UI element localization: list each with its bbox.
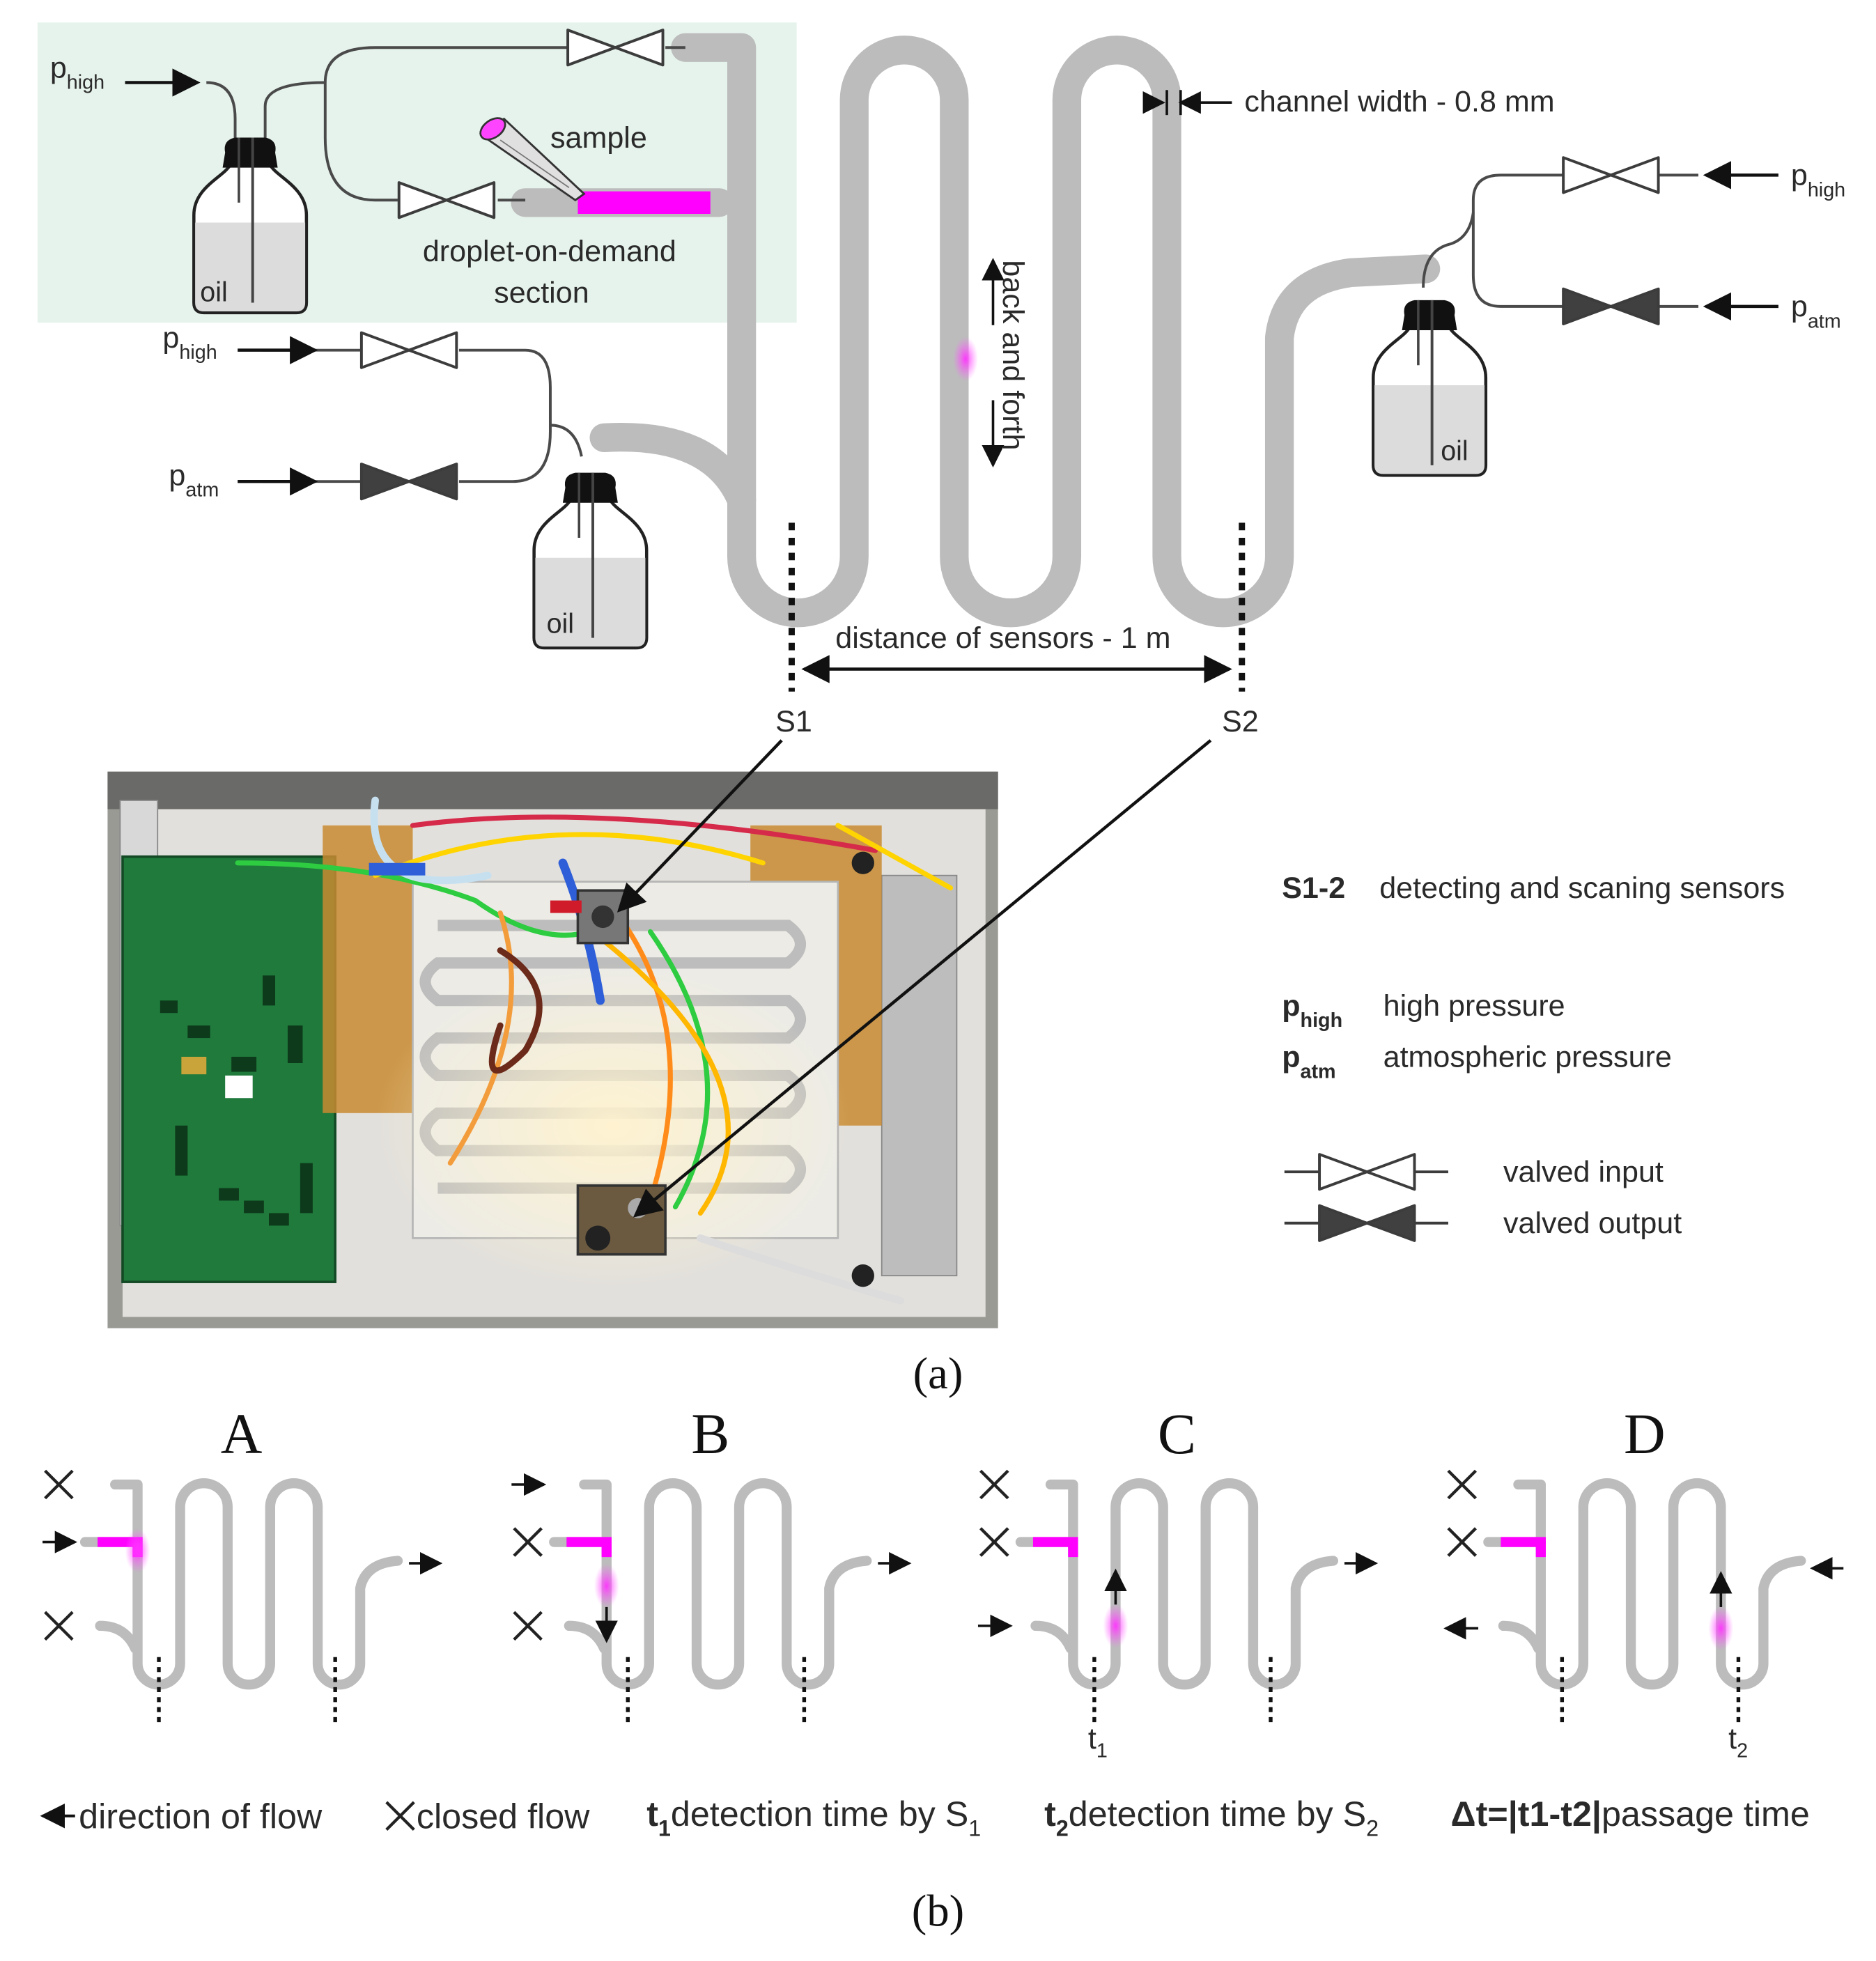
droplet xyxy=(953,336,978,382)
legend-valve-input-icon xyxy=(1318,1153,1416,1191)
device-photo xyxy=(107,771,998,1328)
mini-bottom-inlet xyxy=(1030,1620,1076,1654)
legend-t1: t1detection time by S1 xyxy=(646,1795,981,1840)
mini-channel xyxy=(110,1478,403,1690)
legend-patm-key: patm xyxy=(1282,1040,1335,1083)
oil-label: oil xyxy=(1441,436,1468,467)
sensor-s2-label: S2 xyxy=(1222,705,1259,738)
droplet-section-label-2: section xyxy=(494,276,589,309)
sensor-distance-label: distance of sensors - 1 m xyxy=(835,621,1170,655)
mini-sample-plug xyxy=(1501,1537,1546,1558)
legend-s12-desc: detecting and scaning sensors xyxy=(1379,871,1785,905)
panel-a-caption: (a) xyxy=(913,1348,963,1398)
legend-valve-output-desc: valved output xyxy=(1503,1207,1682,1240)
p-atm-label: patm xyxy=(169,459,219,502)
closed-flow-icon xyxy=(45,1612,72,1639)
mini-channel xyxy=(1513,1478,1806,1690)
legend-phigh-desc: high pressure xyxy=(1383,989,1565,1023)
mini-droplet xyxy=(1103,1603,1129,1649)
mini-bottom-inlet xyxy=(564,1620,610,1654)
mini-channel xyxy=(579,1478,872,1690)
valve-input-icon[interactable] xyxy=(359,331,458,369)
droplet-section-label-1: droplet-on-demand xyxy=(423,235,676,268)
sensor-s1-pointer xyxy=(617,739,783,913)
panel-a-schematic: sample droplet-on-demand section xyxy=(37,22,1845,738)
p-high-label: phigh xyxy=(1791,159,1845,201)
step-d: Dt2 xyxy=(1443,1402,1844,1762)
legend-phigh-key: phigh xyxy=(1282,989,1342,1032)
panel-b-caption: (b) xyxy=(912,1886,964,1936)
mini-channel xyxy=(1045,1478,1338,1690)
legend-flow-desc: direction of flow xyxy=(79,1797,323,1836)
legend-patm-desc: atmospheric pressure xyxy=(1383,1040,1672,1073)
mini-sample-plug xyxy=(566,1537,612,1558)
p-atm-label: patm xyxy=(1791,290,1841,332)
valve-input-icon[interactable] xyxy=(1562,156,1660,194)
pressure-arrows xyxy=(125,68,1778,496)
closed-flow-icon xyxy=(1448,1528,1475,1556)
mini-droplet xyxy=(1708,1606,1734,1651)
step-a: A xyxy=(42,1402,443,1723)
mini-bottom-inlet xyxy=(1498,1620,1544,1654)
left-inlet-channel xyxy=(589,423,757,515)
time-label-t2: t2 xyxy=(1728,1722,1748,1762)
closed-flow-icon xyxy=(981,1471,1008,1498)
oil-label: oil xyxy=(547,608,575,639)
step-label: D xyxy=(1624,1402,1666,1466)
closed-flow-icon xyxy=(514,1528,541,1556)
mini-bottom-inlet xyxy=(95,1620,141,1654)
oil-bottle-icon xyxy=(1373,300,1486,475)
panel-a-legend: S1-2 detecting and scaning sensors phigh… xyxy=(1282,871,1785,1242)
channel-width-label: channel width - 0.8 mm xyxy=(1244,85,1554,118)
legend-t2: t2detection time by S2 xyxy=(1044,1795,1379,1840)
p-high-label: phigh xyxy=(50,51,104,93)
back-forth-label: back and forth xyxy=(996,260,1030,450)
valve-output-icon[interactable] xyxy=(359,463,458,501)
step-label: A xyxy=(221,1402,263,1466)
serpentine-channel xyxy=(671,33,1441,628)
legend-valve-output-icon xyxy=(1318,1204,1416,1242)
legend-valve-input-desc: valved input xyxy=(1503,1156,1664,1189)
step-label: C xyxy=(1158,1402,1196,1466)
p-high-label: phigh xyxy=(162,321,217,364)
pcb xyxy=(121,855,336,1283)
sensor-s2-pointer xyxy=(633,739,1212,1218)
time-label-t1: t1 xyxy=(1088,1722,1108,1762)
droplet-section-highlight xyxy=(37,22,797,323)
step-label: B xyxy=(691,1402,729,1466)
oil-label: oil xyxy=(200,277,228,308)
sample-label: sample xyxy=(550,121,647,155)
step-b: B xyxy=(511,1402,912,1723)
closed-flow-icon xyxy=(1448,1471,1475,1498)
legend-dt: Δt=|t1-t2|passage time xyxy=(1451,1795,1810,1834)
sample-plug xyxy=(577,191,711,214)
mini-droplet xyxy=(594,1563,619,1609)
channel-width-indicator xyxy=(1142,90,1232,116)
step-c: Ct1 xyxy=(977,1402,1379,1762)
mini-sample-plug xyxy=(1032,1537,1078,1558)
panel-b-legend: direction of flow closed flow t1detectio… xyxy=(40,1795,1810,1840)
legend-closed-desc: closed flow xyxy=(417,1797,590,1836)
pipette-icon xyxy=(479,117,586,202)
valve-output-icon[interactable] xyxy=(1562,287,1660,325)
legend-s12-key: S1-2 xyxy=(1282,871,1345,905)
closed-flow-icon xyxy=(981,1528,1008,1556)
closed-flow-icon xyxy=(45,1471,72,1498)
sensor-s1-label: S1 xyxy=(775,705,812,738)
mini-droplet xyxy=(125,1528,150,1574)
legend-closed-icon xyxy=(387,1802,414,1829)
closed-flow-icon xyxy=(514,1612,541,1639)
